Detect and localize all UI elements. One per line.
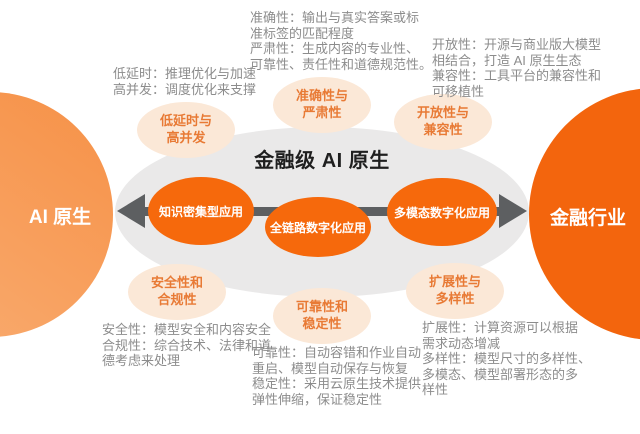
capability-label: 准确性与 严肃性 [295, 88, 348, 120]
capability-label: 扩展性与 多样性 [428, 274, 481, 306]
capability-label: 开放性与 兼容性 [416, 105, 469, 137]
app-ellipse-knowledge-intensive: 知识密集型应用 [148, 177, 254, 245]
app-label: 知识密集型应用 [158, 204, 243, 219]
capability-ellipse-low-latency: 低延时与 高并发 [137, 102, 235, 158]
capability-label: 安全性和 合规性 [150, 275, 203, 307]
capability-ellipse-accuracy: 准确性与 严肃性 [273, 77, 371, 133]
app-ellipse-multimodal-digital: 多模态数字化应用 [387, 178, 497, 246]
app-label: 全链路数字化应用 [269, 220, 366, 235]
capability-ellipse-openness: 开放性与 兼容性 [394, 94, 492, 150]
main-title: 金融级 AI 原生 [254, 150, 390, 172]
finance-industry-label: 金融行业 [549, 208, 626, 229]
capability-ellipse-security: 安全性和 合规性 [128, 264, 226, 320]
note-scalability: 扩展性：计算资源可以根据 需求动态增减 多样性：模型尺寸的多样性、 多模态、模型… [422, 320, 592, 398]
capability-label: 可靠性和 稳定性 [295, 299, 348, 331]
capability-ellipse-scalability: 扩展性与 多样性 [406, 263, 504, 319]
capability-label: 低延时与 高并发 [159, 113, 212, 145]
note-low-latency: 低延时：推理优化与加速 高并发：调度优化来支撑 [113, 66, 257, 97]
arrow-right-head-icon [499, 194, 527, 228]
note-accuracy: 准确性：输出与真实答案或标 准标签的匹配程度 严肃性：生成内容的专业性、 可靠性… [250, 10, 433, 72]
note-security: 安全性：模型安全和内容安全 合规性：综合技术、法律和道 德考虑来处理 [102, 322, 272, 369]
capability-ellipse-reliability: 可靠性和 稳定性 [273, 288, 371, 344]
arrow-left-head-icon [117, 194, 145, 228]
note-openness: 开放性：开源与商业版大模型 相结合，打造 AI 原生生态 兼容性：工具平台的兼容… [432, 37, 602, 99]
note-reliability: 可靠性：自动容错和作业自动 重启、模型自动保存与恢复 稳定性：采用云原生技术提供… [252, 345, 422, 407]
app-ellipse-full-chain-digital: 全链路数字化应用 [265, 197, 371, 257]
app-label: 多模态数字化应用 [393, 205, 490, 220]
ai-native-label: AI 原生 [28, 207, 92, 228]
